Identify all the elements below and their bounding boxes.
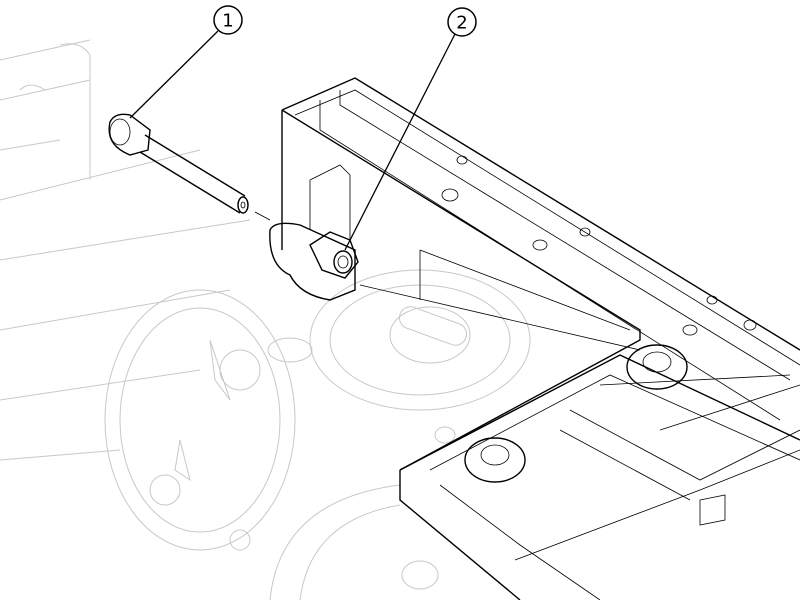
callout-1-label: 1 xyxy=(222,11,233,32)
nut-part xyxy=(269,222,359,301)
ribbed-plate xyxy=(399,344,800,600)
housing-frame xyxy=(281,77,800,471)
ghost-motor-assembly xyxy=(0,39,531,600)
callout-2: 2 xyxy=(344,7,477,251)
callout-2-label: 2 xyxy=(456,13,467,34)
bolt-part xyxy=(108,113,271,221)
callout-1: 1 xyxy=(129,5,243,119)
